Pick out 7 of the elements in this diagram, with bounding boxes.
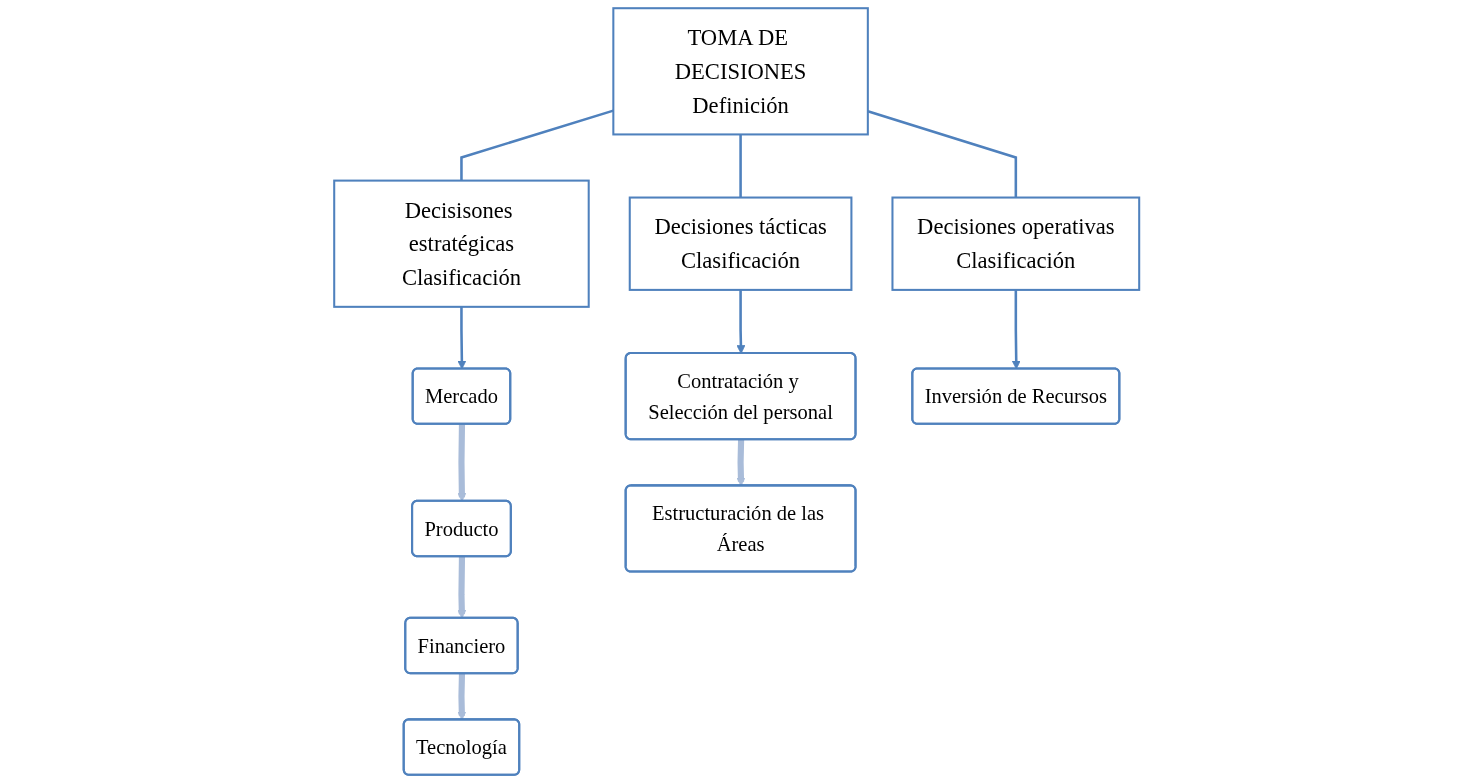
node-box: Decisiones tácticas Clasificación — [629, 196, 853, 291]
connector — [739, 134, 743, 198]
node-box: TOMA DE DECISIONES Definición — [612, 7, 870, 136]
node-box: Decisisones estratégicas Clasificación — [333, 179, 591, 308]
node-box: Decisiones operativas Clasificación — [891, 196, 1141, 291]
arrow — [736, 289, 746, 354]
connector — [460, 109, 614, 181]
